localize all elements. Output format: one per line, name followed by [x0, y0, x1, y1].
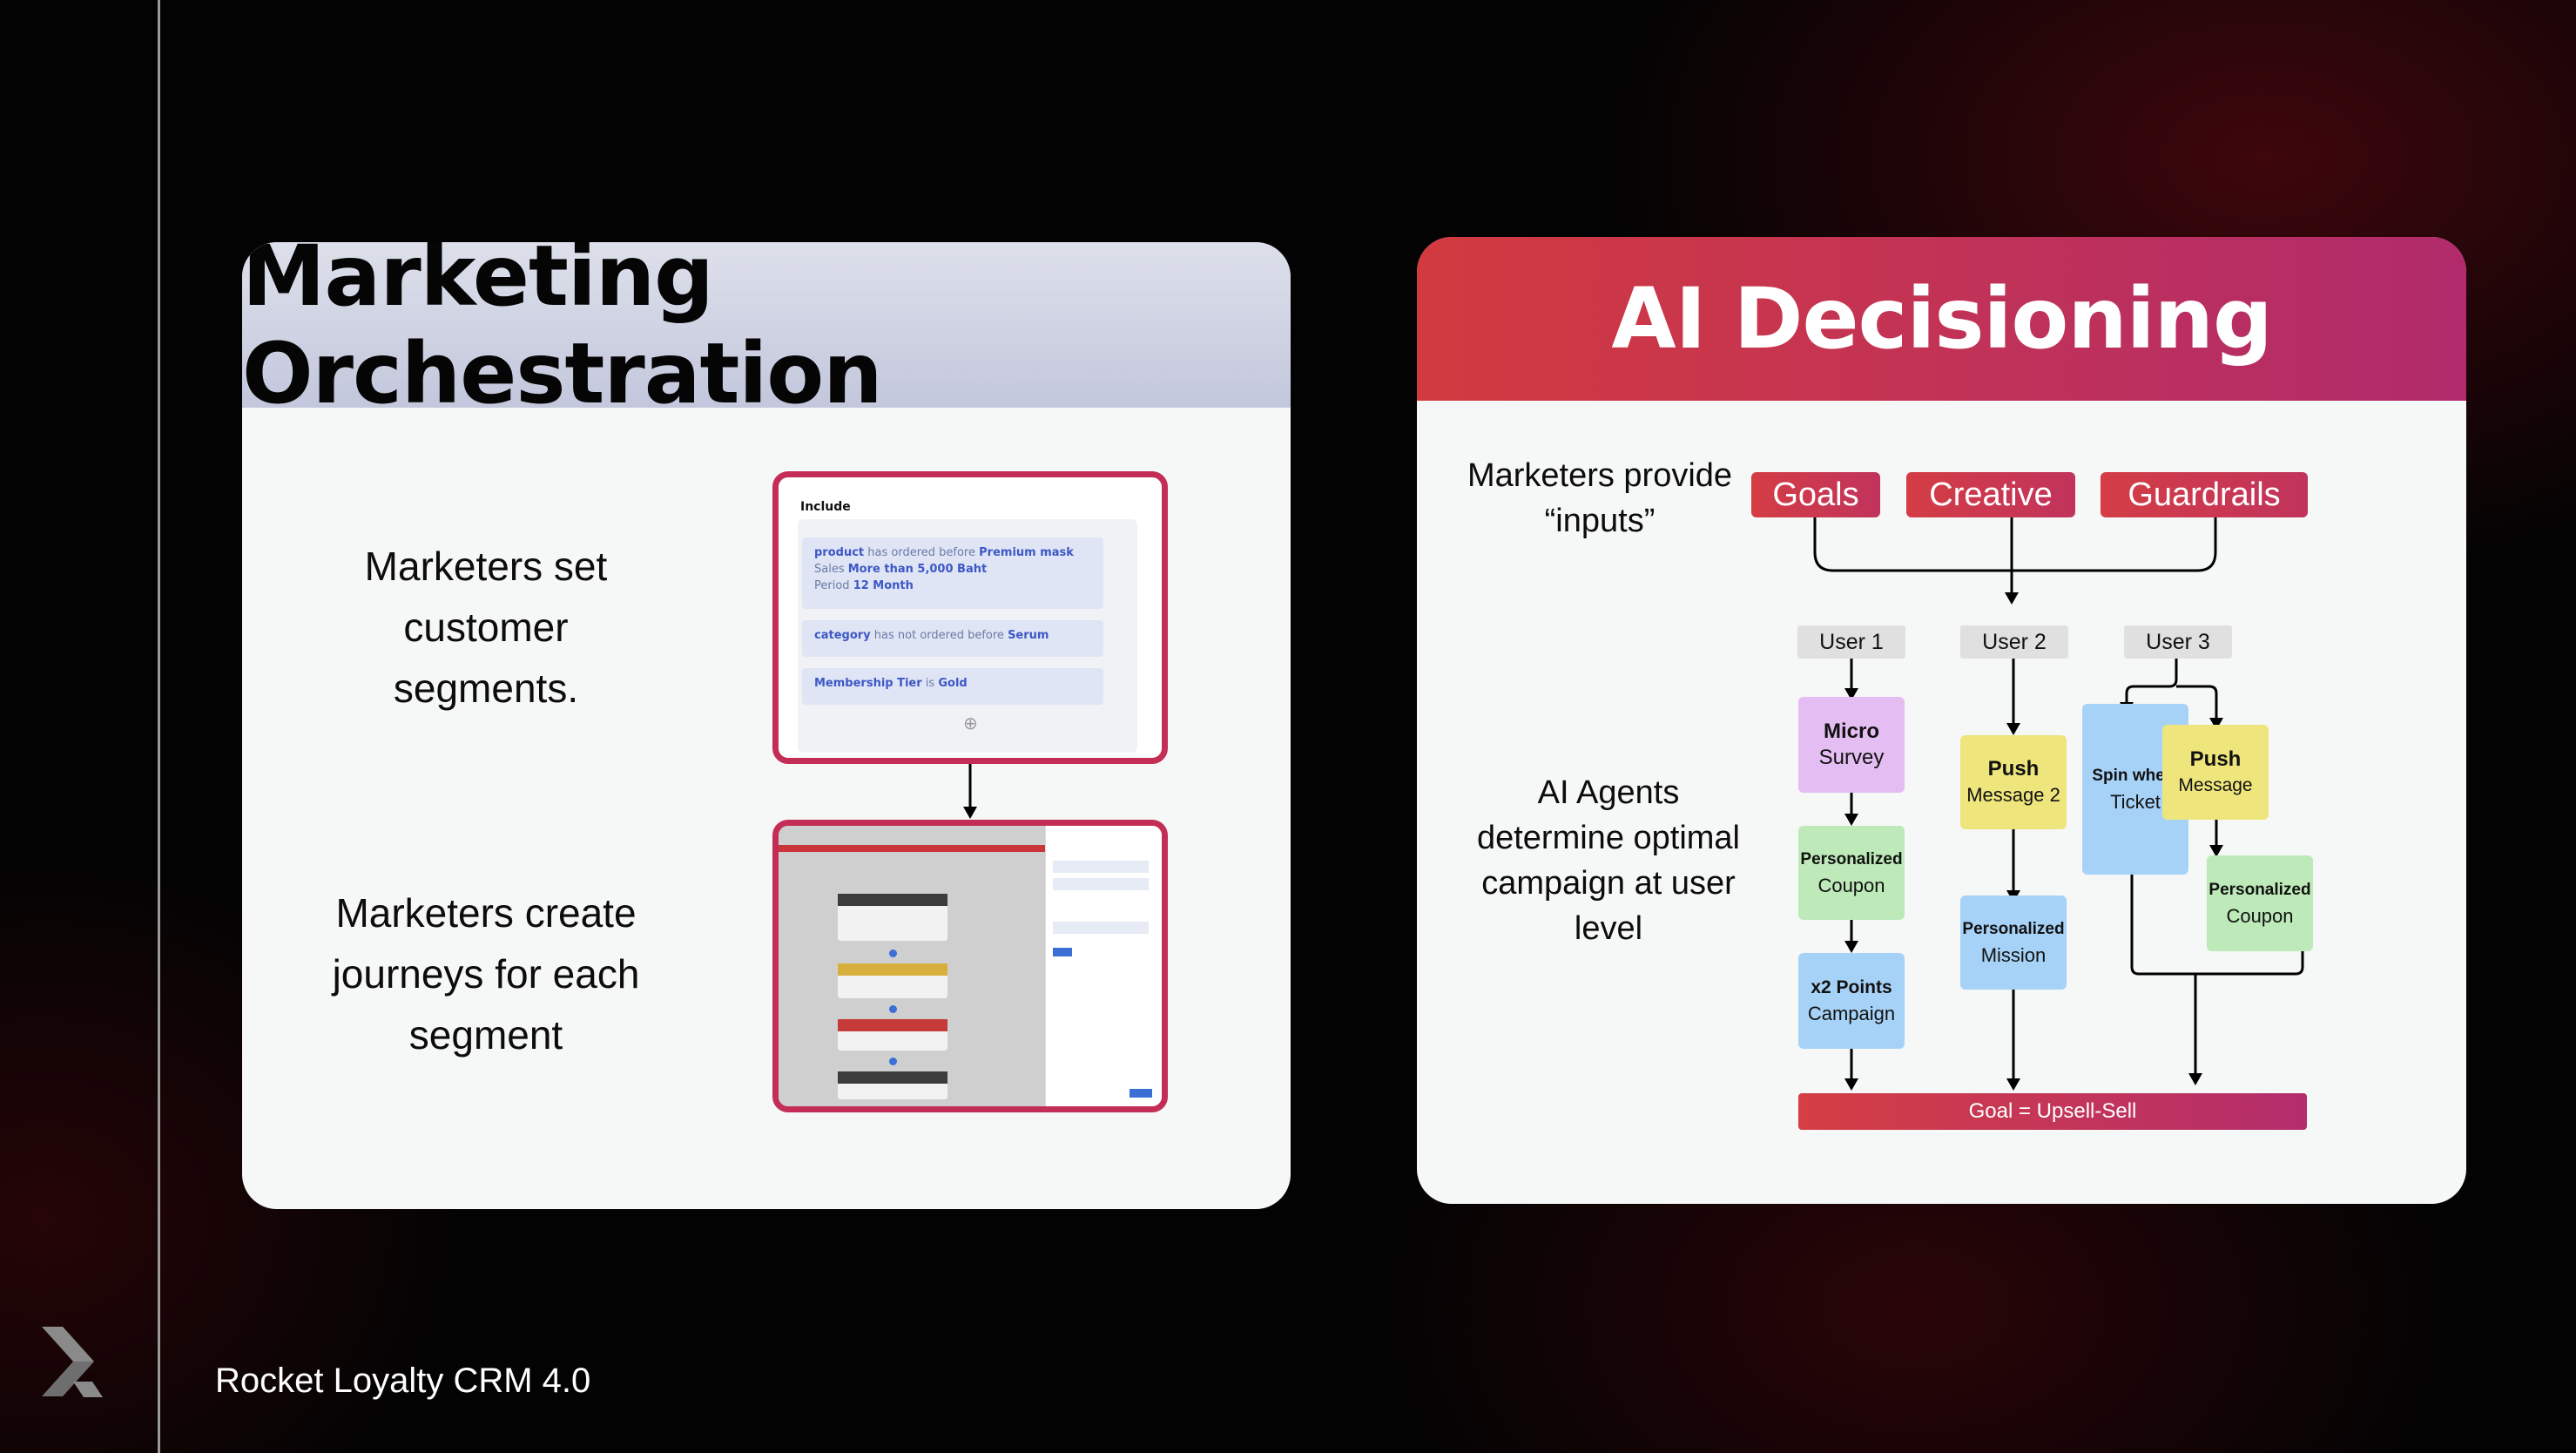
card-title: Marketing Orchestration [242, 242, 1291, 422]
push-message-box: Push Message [2162, 725, 2269, 820]
text-line: Marketers set [364, 544, 608, 589]
footer-brand: Rocket Loyalty CRM 4.0 [215, 1362, 591, 1400]
rule-membership[interactable]: Membership Tier is Gold [802, 668, 1103, 705]
journey-step[interactable] [838, 1071, 947, 1099]
journey-toolbar [779, 845, 1045, 852]
ai-decisioning-card: AI Decisioning Marketers provide “inputs… [1417, 237, 2466, 1204]
input-guardrails: Guardrails [2101, 472, 2308, 517]
marketing-orchestration-card: Marketing Orchestration Marketers set cu… [242, 242, 1291, 1209]
personalized-coupon-box: Personalized Coupon [1798, 826, 1905, 920]
input-goals: Goals [1751, 472, 1880, 517]
user-label: User 2 [1960, 625, 2068, 659]
journey-add-dot[interactable] [889, 950, 897, 957]
text-line: determine optimal [1476, 820, 1741, 856]
inputs-text: Marketers provide “inputs” [1434, 453, 1765, 544]
text-line: “inputs” [1544, 503, 1656, 539]
user-label: User 3 [2124, 625, 2232, 659]
journey-side-panel [1045, 826, 1162, 1106]
personalized-coupon-box: Personalized Coupon [2207, 855, 2313, 951]
journey-add-dot[interactable] [889, 1005, 897, 1013]
rule-product[interactable]: product has ordered before Premium mask … [802, 537, 1103, 609]
add-rule-icon[interactable]: ⊕ [963, 713, 978, 733]
push-message-2-box: Push Message 2 [1960, 735, 2067, 829]
journey-step[interactable] [838, 894, 947, 941]
text-line: customer [403, 605, 569, 650]
text-line: journeys for each [332, 951, 640, 997]
text-line: campaign at user [1481, 865, 1736, 902]
journey-step[interactable] [838, 1019, 947, 1051]
journeys-text: Marketers create journeys for each segme… [294, 882, 678, 1065]
rule-category[interactable]: category has not ordered before Serum [802, 620, 1103, 657]
text-line: AI Agents [1537, 774, 1680, 811]
rocket-logo-icon [42, 1327, 103, 1397]
text-line: segments. [393, 666, 579, 711]
personalized-mission-box: Personalized Mission [1960, 895, 2067, 990]
vertical-divider [158, 0, 160, 1453]
segments-text: Marketers set customer segments. [294, 536, 678, 719]
user-label: User 1 [1797, 625, 1905, 659]
journey-add-dot[interactable] [889, 1058, 897, 1065]
text-line: Marketers create [335, 890, 637, 936]
side-panel-button[interactable] [1053, 948, 1072, 956]
text-line: level [1574, 910, 1643, 947]
side-panel-save-button[interactable] [1130, 1089, 1152, 1098]
input-creative: Creative [1906, 472, 2075, 517]
journey-builder-screenshot [772, 820, 1168, 1112]
include-heading: Include [800, 500, 851, 514]
text-line: segment [408, 1012, 563, 1058]
journey-step[interactable] [838, 963, 947, 998]
micro-survey-box: Micro Survey [1798, 697, 1905, 793]
card-title: AI Decisioning [1417, 237, 2466, 401]
text-line: Marketers provide [1467, 457, 1733, 494]
goal-bar: Goal = Upsell-Sell [1798, 1093, 2307, 1130]
flow-connectors [1813, 509, 2304, 1091]
journey-canvas [779, 826, 1045, 1106]
agents-text: AI Agents determine optimal campaign at … [1434, 770, 1783, 951]
x2-points-campaign-box: x2 Points Campaign [1798, 953, 1905, 1049]
segment-builder-screenshot: Include product has ordered before Premi… [772, 471, 1168, 764]
